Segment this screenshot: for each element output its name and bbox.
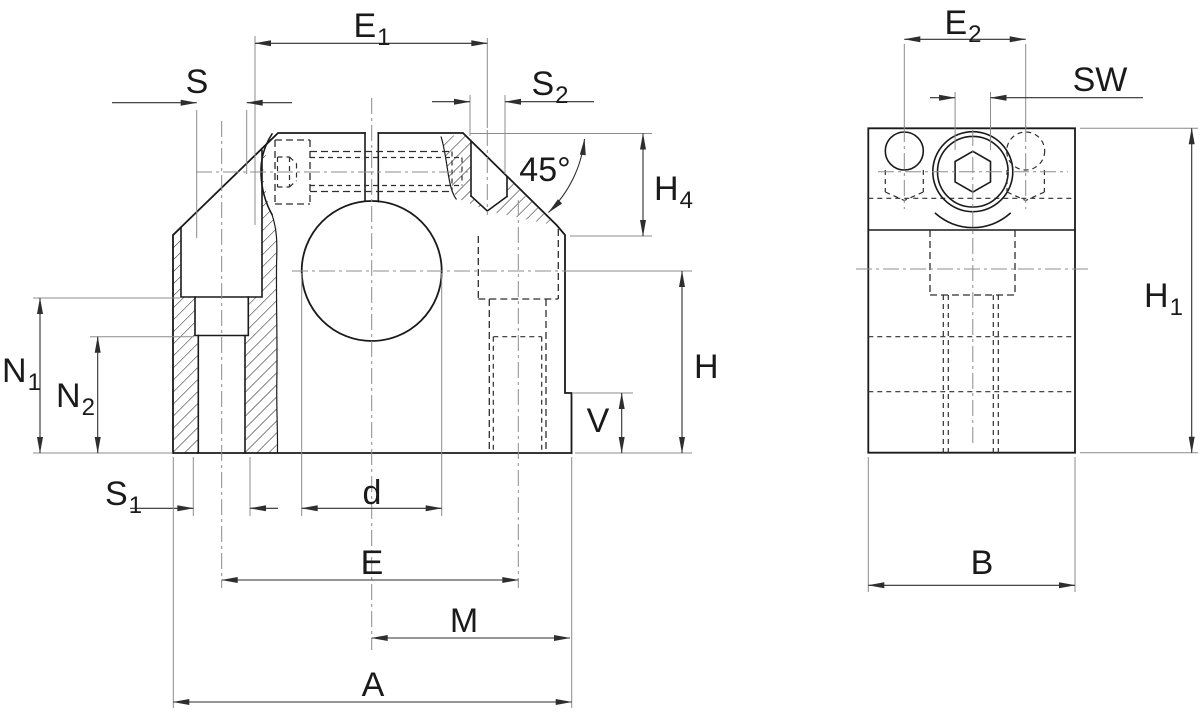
- dimension-45deg: 45°: [519, 138, 586, 213]
- dim-label-A: A: [362, 666, 385, 704]
- screw-boss-arc: [934, 212, 1012, 229]
- dimension-H1: H1: [1080, 127, 1198, 454]
- dim-label-V: V: [587, 402, 610, 440]
- front-view: E1 S S2 45° H4 H: [2, 7, 719, 708]
- dimension-V: V: [573, 392, 633, 454]
- dim-label-SW: SW: [1073, 61, 1128, 99]
- front-centerlines: [196, 98, 567, 650]
- side-hidden-lines: [868, 197, 1075, 453]
- dimension-S: S: [112, 63, 292, 238]
- dimension-N1: N1: [2, 297, 180, 454]
- dim-label-d: d: [363, 474, 382, 512]
- dim-label-E2: E2: [944, 4, 981, 48]
- dimension-E2: E2: [903, 4, 1027, 128]
- screw-thread-inner: [310, 156, 462, 187]
- dimension-N2: N2: [56, 336, 194, 454]
- dim-label-H4: H4: [654, 170, 693, 214]
- dimension-E: E: [221, 544, 519, 583]
- dim-label-H: H: [694, 348, 719, 386]
- side-mounting-holes: [884, 131, 1046, 202]
- dimension-H: H: [567, 270, 719, 454]
- dimension-E1: E1: [254, 7, 488, 225]
- section-break-line-2: [440, 136, 457, 200]
- front-right-hole-hidden: [477, 229, 559, 453]
- dim-label-N2: N2: [56, 377, 95, 421]
- dim-label-45deg: 45°: [519, 151, 570, 189]
- front-left-hole-section: [180, 132, 279, 454]
- dim-label-S: S: [186, 63, 209, 101]
- dim-label-E: E: [361, 544, 384, 582]
- dim-label-S1: S1: [105, 475, 142, 519]
- dim-label-N1: N1: [2, 352, 41, 396]
- dimension-S2: S2: [432, 65, 594, 174]
- screw-head-boss-curve: [260, 132, 274, 216]
- front-part-outline: [172, 132, 573, 454]
- side-part-outline: [867, 127, 1076, 454]
- side-centerlines: [856, 126, 1088, 445]
- dimension-S1: S1: [105, 457, 278, 519]
- section-break-line: [271, 214, 279, 454]
- front-section-hatching: [173, 134, 556, 453]
- dimension-M: M: [371, 457, 573, 708]
- screw-head: [274, 139, 311, 205]
- dimension-A: A: [172, 457, 573, 708]
- dim-label-H1: H1: [1144, 277, 1183, 321]
- dim-label-E1: E1: [353, 7, 390, 51]
- dimension-SW: SW: [930, 61, 1143, 150]
- side-view: E2 SW H1 B: [856, 4, 1198, 592]
- dim-label-S2: S2: [531, 65, 568, 109]
- screw-thread-outer: [310, 150, 452, 193]
- dimension-B: B: [867, 457, 1076, 592]
- dimension-H4: H4: [470, 133, 693, 237]
- dim-label-B: B: [971, 544, 994, 582]
- rear-bolt-hole-circle: [1006, 131, 1046, 171]
- dimension-d: d: [301, 273, 443, 516]
- dim-label-M: M: [450, 602, 478, 640]
